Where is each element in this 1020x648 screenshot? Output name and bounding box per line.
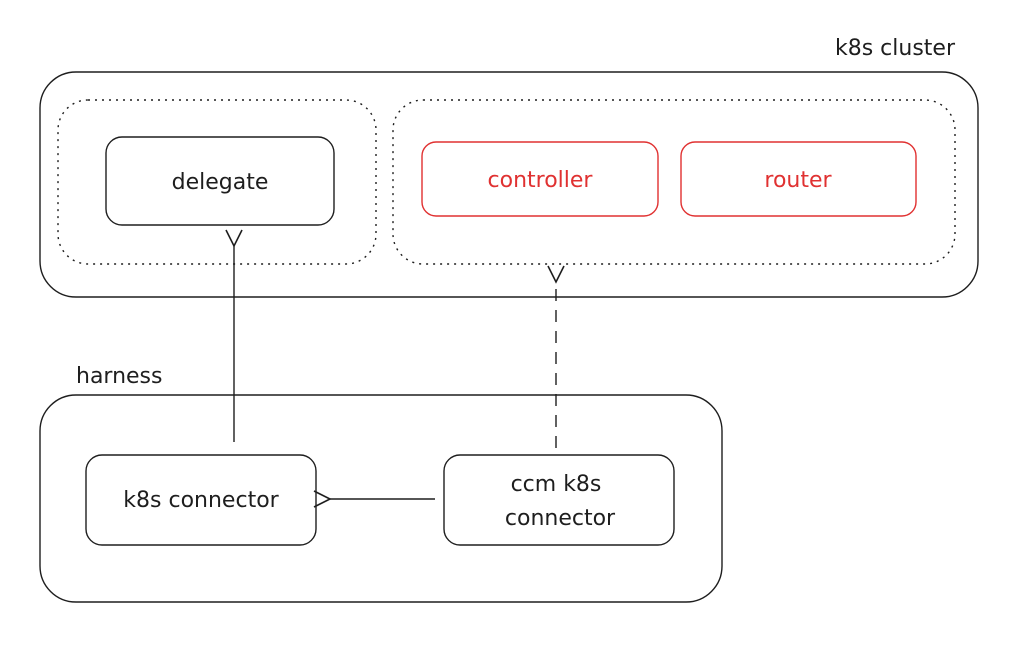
router-label: router <box>764 168 832 193</box>
ccm-k8s-connector-label-line2: connector <box>505 506 616 531</box>
harness-title: harness <box>76 364 163 389</box>
k8s-cluster-title: k8s cluster <box>835 36 956 61</box>
ccm-k8s-connector-label-line1: ccm k8s <box>511 472 602 497</box>
controller-label: controller <box>488 168 594 193</box>
k8s-cluster-group: k8s cluster delegate controller router <box>39 36 979 298</box>
k8s-connector-label: k8s connector <box>123 488 279 513</box>
delegate-namespace <box>57 99 377 265</box>
delegate-label: delegate <box>172 170 269 195</box>
delegate-node[interactable] <box>105 136 335 226</box>
k8s-cluster-box <box>39 71 979 298</box>
router-node[interactable] <box>680 141 917 217</box>
harness-group: harness k8s connector ccm k8s connector <box>39 364 723 603</box>
ccm-k8s-connector-node[interactable] <box>443 454 675 546</box>
controller-node[interactable] <box>421 141 659 217</box>
ccm-namespace <box>392 99 956 265</box>
harness-box <box>39 394 723 603</box>
